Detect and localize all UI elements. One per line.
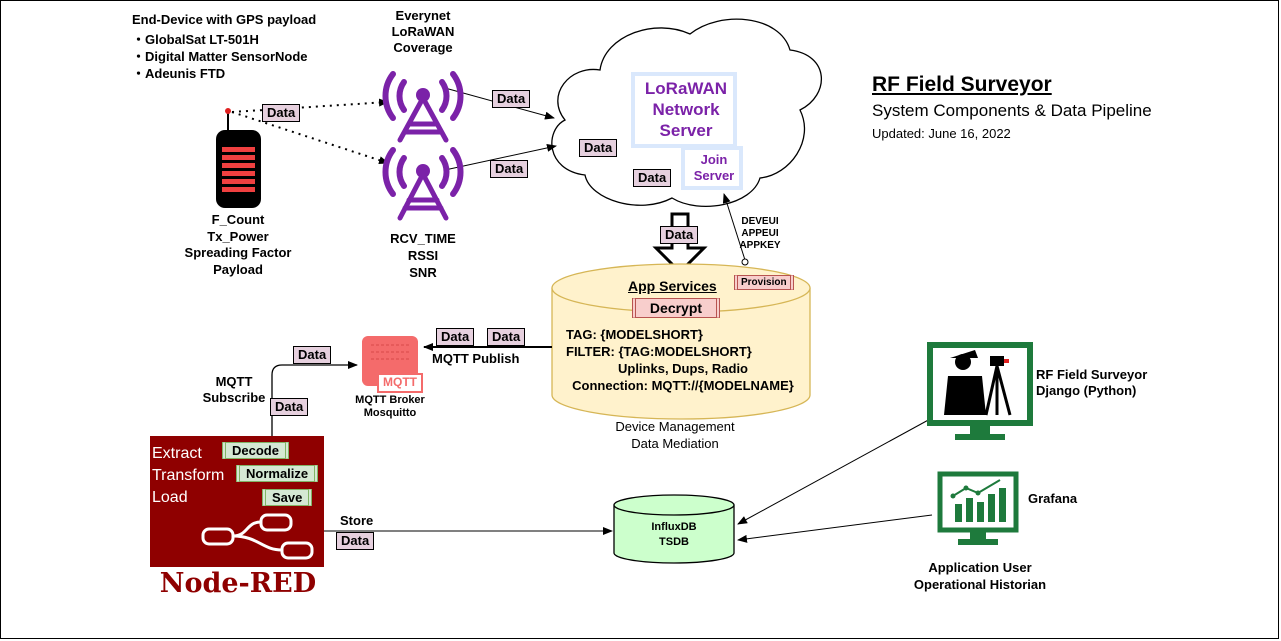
node-red-flow-icon xyxy=(201,513,314,560)
diagram-subtitle: System Components & Data Pipeline xyxy=(872,101,1152,120)
surveyor-line: Django (Python) xyxy=(1036,383,1137,398)
subscribe-line: MQTT xyxy=(215,374,253,389)
provision-keys: DEVEUI APPEUI APPKEY xyxy=(730,216,790,252)
field-fcount: F_Count xyxy=(211,212,265,227)
field-snr: SNR xyxy=(409,265,437,280)
subscribe-line: Subscribe xyxy=(202,390,266,405)
caption-line: Device Management xyxy=(615,419,735,434)
end-device-item: ・Digital Matter SensorNode xyxy=(132,49,308,64)
grafana-label: Grafana xyxy=(1028,491,1078,506)
end-device-item: ・GlobalSat LT-501H xyxy=(132,32,259,47)
network-server-label: LoRaWAN Network Server xyxy=(633,78,739,141)
data-tag: Data xyxy=(492,90,531,108)
mqtt-subscribe-link xyxy=(271,361,358,436)
coverage-label: Everynet LoRaWAN Coverage xyxy=(368,8,478,56)
surveyor-monitor-icon xyxy=(927,342,1033,440)
end-device-heading: End-Device with GPS payload xyxy=(132,12,317,27)
end-device-item: ・Adeunis FTD xyxy=(132,66,226,81)
app-services-title: App Services xyxy=(628,278,717,294)
influx-line: InfluxDB xyxy=(651,521,697,533)
network-server-line: Network xyxy=(652,100,720,119)
influxdb-label: InfluxDB TSDB xyxy=(614,520,734,550)
node-red-brand: Node-RED xyxy=(159,568,317,599)
data-tag: Data xyxy=(633,169,672,187)
decrypt-step: Decrypt xyxy=(632,298,720,318)
config-line: FILTER: {TAG:MODELSHORT} xyxy=(566,344,752,359)
etl-transform: Transform xyxy=(152,467,225,484)
decode-step: Decode xyxy=(222,442,289,459)
config-line: Uplinks, Dups, Radio xyxy=(617,361,748,376)
caption-line: Data Mediation xyxy=(631,436,719,451)
tower2-to-lns xyxy=(444,143,557,171)
data-tag: Data xyxy=(490,160,529,178)
provision-tag: Provision xyxy=(734,275,794,290)
data-tag: Data xyxy=(660,226,699,244)
diagram-title: RF Field Surveyor xyxy=(872,73,1052,96)
surveyor-to-influx xyxy=(737,417,933,525)
gps-device-icon xyxy=(216,108,261,208)
coverage-line: Everynet xyxy=(395,8,451,23)
data-tag: Data xyxy=(487,328,526,346)
data-tag: Data xyxy=(270,398,309,416)
grafana-to-influx xyxy=(737,514,933,543)
radio-link-1 xyxy=(231,98,389,113)
app-user-line: Operational Historian xyxy=(913,577,1047,592)
network-server-line: LoRaWAN xyxy=(644,79,728,98)
data-tag: Data xyxy=(579,139,618,157)
key-deveui: DEVEUI xyxy=(741,216,779,227)
field-spreading-factor: Spreading Factor xyxy=(184,245,292,260)
coverage-line: Coverage xyxy=(393,40,453,55)
end-device-fields: F_Count Tx_Power Spreading Factor Payloa… xyxy=(168,212,308,278)
mqtt-broker-label: MQTT Broker Mosquitto xyxy=(340,394,440,420)
field-rssi: RSSI xyxy=(407,248,439,263)
key-appeui: APPEUI xyxy=(741,228,779,239)
mqtt-logo-text: MQTT xyxy=(383,375,417,389)
data-tag: Data xyxy=(336,532,375,550)
field-rcv-time: RCV_TIME xyxy=(390,231,456,246)
join-server-label: Join Server xyxy=(683,152,745,184)
field-payload: Payload xyxy=(213,261,263,277)
radio-fields: RCV_TIME RSSI SNR xyxy=(378,230,468,281)
app-services-config: TAG: {MODELSHORT} FILTER: {TAG:MODELSHOR… xyxy=(556,326,810,394)
etl-load: Load xyxy=(152,489,188,506)
key-appkey: APPKEY xyxy=(739,240,781,251)
network-server-box xyxy=(631,72,737,148)
config-line: Connection: MQTT://{MODELNAME} xyxy=(572,378,794,393)
field-tx-power: Tx_Power xyxy=(207,228,269,244)
broker-line: MQTT Broker xyxy=(355,394,425,406)
influxdb-cylinder xyxy=(613,494,735,564)
tower-icon-2 xyxy=(382,147,464,221)
data-tag: Data xyxy=(436,328,475,346)
data-tag: Data xyxy=(293,346,332,364)
grafana-monitor-icon xyxy=(937,471,1019,545)
etl-extract: Extract xyxy=(152,445,202,462)
config-line: TAG: {MODELSHORT} xyxy=(566,327,703,342)
surveyor-line: RF Field Surveyor xyxy=(1036,367,1148,382)
surveyor-app-label: RF Field Surveyor Django (Python) xyxy=(1036,367,1147,399)
mqtt-publish-label: MQTT Publish xyxy=(432,351,520,366)
provision-link xyxy=(722,193,746,261)
app-services-caption: Device Management Data Mediation xyxy=(595,418,755,452)
network-server-line: Server xyxy=(659,121,713,140)
join-server-box xyxy=(681,146,743,190)
data-tag: Data xyxy=(262,104,301,122)
mqtt-subscribe-label: MQTT Subscribe xyxy=(196,374,272,406)
updated-date: Updated: June 16, 2022 xyxy=(872,126,1011,141)
coverage-line: LoRaWAN xyxy=(391,24,455,39)
save-step: Save xyxy=(262,489,313,506)
tower-icon-1 xyxy=(382,71,464,143)
normalize-step: Normalize xyxy=(236,465,319,482)
join-server-line: Server xyxy=(693,168,735,183)
join-server-line: Join xyxy=(700,152,728,167)
app-user-line: Application User xyxy=(928,560,1032,575)
influx-line: TSDB xyxy=(659,536,689,548)
app-user-label: Application User Operational Historian xyxy=(896,559,1064,593)
broker-line: Mosquitto xyxy=(363,407,417,419)
mqtt-broker-icon xyxy=(362,336,423,393)
store-label: Store xyxy=(340,513,374,528)
